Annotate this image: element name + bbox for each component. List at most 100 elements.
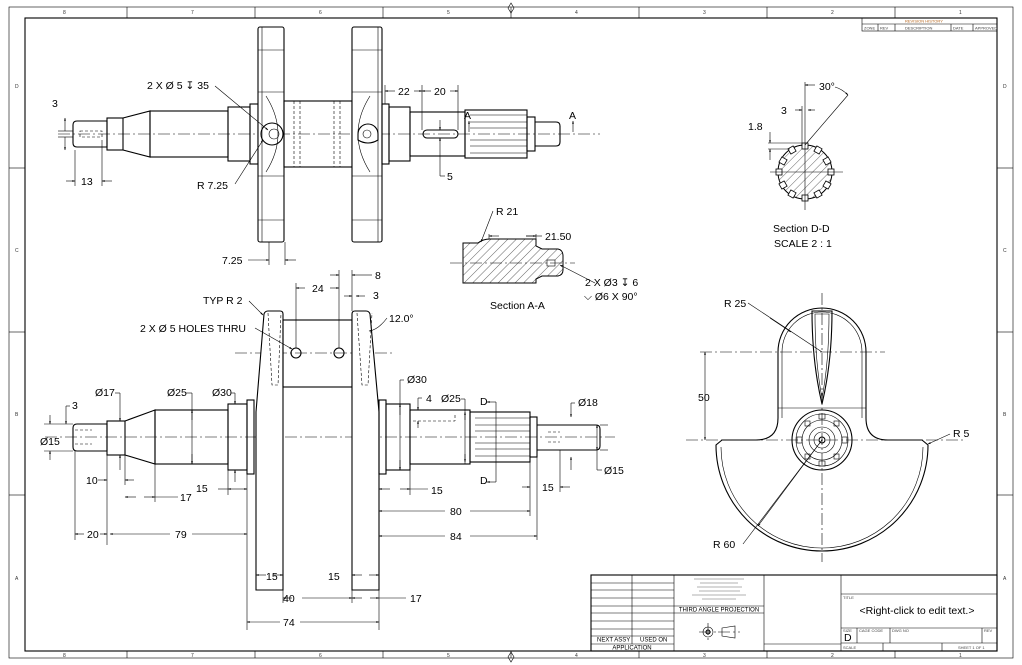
dimension-label: 20: [87, 529, 99, 541]
dimension-label: 15: [266, 571, 278, 583]
next-assy-label: NEXT ASSY: [597, 638, 630, 644]
zone-label: 1: [959, 653, 962, 659]
diameter-label: Ø15: [604, 465, 624, 477]
title-block: THIRD ANGLE PROJECTION NEXT ASSY USED ON…: [590, 574, 998, 652]
zone-label: 8: [63, 10, 66, 16]
radius-label: R 7.25: [197, 180, 228, 192]
zone-label: B: [1003, 412, 1007, 418]
dimension-label: 21.50: [545, 231, 571, 243]
section-mark: D: [480, 475, 488, 487]
dimension-label: 8: [375, 270, 381, 282]
section-a-a-view: 21.50 R 21 2 X Ø3 ↧ 6 ⌵ Ø6 X 90° Section…: [450, 206, 638, 312]
section-label: Section D-D: [773, 223, 830, 235]
hole-callout: 2 X Ø 5 ↧ 35: [147, 80, 209, 92]
dimension-label: 7.25: [222, 255, 243, 267]
zone-label: 6: [319, 10, 322, 16]
radius-label: R 25: [724, 298, 746, 310]
centering-mark-icon: [507, 651, 515, 663]
angle-label: 30°: [819, 81, 835, 93]
revision-column-header: DESCRIPTION: [905, 26, 932, 31]
dimension-label: 4: [426, 393, 432, 405]
countersink-callout: ⌵ Ø6 X 90°: [584, 291, 638, 303]
radius-label: R 60: [713, 539, 735, 551]
radius-label: R 21: [496, 206, 518, 218]
diameter-label: Ø25: [167, 387, 187, 399]
sheet-number-label: SHEET 1 OF 1: [958, 645, 985, 650]
diameter-label: Ø18: [578, 397, 598, 409]
zone-label: 4: [575, 10, 578, 16]
angle-label: 12.0°: [389, 313, 414, 325]
zone-label: 3: [703, 653, 706, 659]
zone-label: C: [1003, 248, 1007, 254]
dimension-label: 13: [81, 176, 93, 188]
diameter-label: Ø17: [95, 387, 115, 399]
dimension-label: 5: [447, 171, 453, 183]
zone-label: D: [15, 84, 19, 90]
dimension-label: 40: [283, 593, 295, 605]
dimension-label: 17: [410, 593, 422, 605]
used-on-label: USED ON: [640, 638, 667, 644]
title-field-label: TITLE: [843, 595, 854, 600]
radius-label: R 5: [953, 428, 970, 440]
application-label: APPLICATION: [612, 646, 651, 652]
dimension-label: 24: [312, 283, 324, 295]
dimension-label: 3: [72, 400, 78, 412]
dimension-label: 3: [781, 105, 787, 117]
zone-label: 3: [703, 10, 706, 16]
size-value: D: [844, 632, 852, 644]
revision-column-header: DATE: [953, 26, 964, 31]
zone-label: B: [15, 412, 19, 418]
scale-field-label: SCALE: [843, 645, 856, 650]
revision-block: REVISION HISTORY ZONE REV DESCRIPTION DA…: [861, 17, 997, 32]
dimension-label: 15: [328, 571, 340, 583]
zone-label: 2: [831, 10, 834, 16]
dimension-label: 10: [86, 475, 98, 487]
top-view: 3 13 2 X Ø 5 ↧ 35 R 7.25 7.25 22 20 5 A …: [52, 26, 600, 267]
sheet-border: [8, 2, 1014, 663]
dimension-label: 84: [450, 531, 462, 543]
zone-label: 4: [575, 653, 578, 659]
revision-column-header: ZONE: [864, 26, 875, 31]
zone-label: 1: [959, 10, 962, 16]
zone-label: 7: [191, 10, 194, 16]
dimension-label: 22: [398, 86, 410, 98]
revision-column-header: REV: [880, 26, 889, 31]
hole-callout: 2 X Ø3 ↧ 6: [585, 277, 638, 289]
projection-label: THIRD ANGLE PROJECTION: [679, 608, 759, 614]
dimension-label: 50: [698, 392, 710, 404]
diameter-label: Ø15: [40, 436, 60, 448]
dimension-label: 15: [196, 483, 208, 495]
zone-label: A: [1003, 576, 1007, 582]
third-angle-projection-icon: [699, 623, 740, 641]
diameter-label: Ø30: [212, 387, 232, 399]
section-mark: A: [464, 110, 471, 122]
dimension-label: 15: [542, 482, 554, 494]
diameter-label: Ø25: [441, 393, 461, 405]
dimension-label: 15: [431, 485, 443, 497]
dimension-label: 79: [175, 529, 187, 541]
zone-label: 8: [63, 653, 66, 659]
dimension-label: 20: [434, 86, 446, 98]
zone-label: C: [15, 248, 19, 254]
front-view: 50 R 25 R 5 R 60: [686, 293, 970, 562]
bottom-view: 24 8 3 TYP R 2 2 X Ø 5 HOLES THRU 12.0° …: [40, 270, 624, 630]
dimension-label: 1.8: [748, 121, 763, 133]
diameter-label: Ø30: [407, 374, 427, 386]
size-label: SIZE: [843, 628, 852, 633]
revision-label: REV: [984, 628, 993, 633]
zone-label: 5: [447, 10, 450, 16]
scale-label: SCALE 2 : 1: [774, 238, 832, 250]
section-d-d-view: 30° 3 1.8 Section D-D SCALE 2 : 1: [748, 81, 849, 250]
dimension-label: 17: [180, 492, 192, 504]
dimension-label: 3: [52, 98, 58, 110]
dimension-label: 80: [450, 506, 462, 518]
drawing-number-label: DWG NO: [892, 628, 909, 633]
zone-label: 5: [447, 653, 450, 659]
title-field[interactable]: <Right-click to edit text.>: [860, 605, 975, 617]
radius-label: TYP R 2: [203, 295, 243, 307]
zone-label: 6: [319, 653, 322, 659]
dimension-label: 74: [283, 617, 295, 629]
section-label: Section A-A: [490, 300, 545, 312]
revision-column-header: APPROVED: [975, 26, 997, 31]
